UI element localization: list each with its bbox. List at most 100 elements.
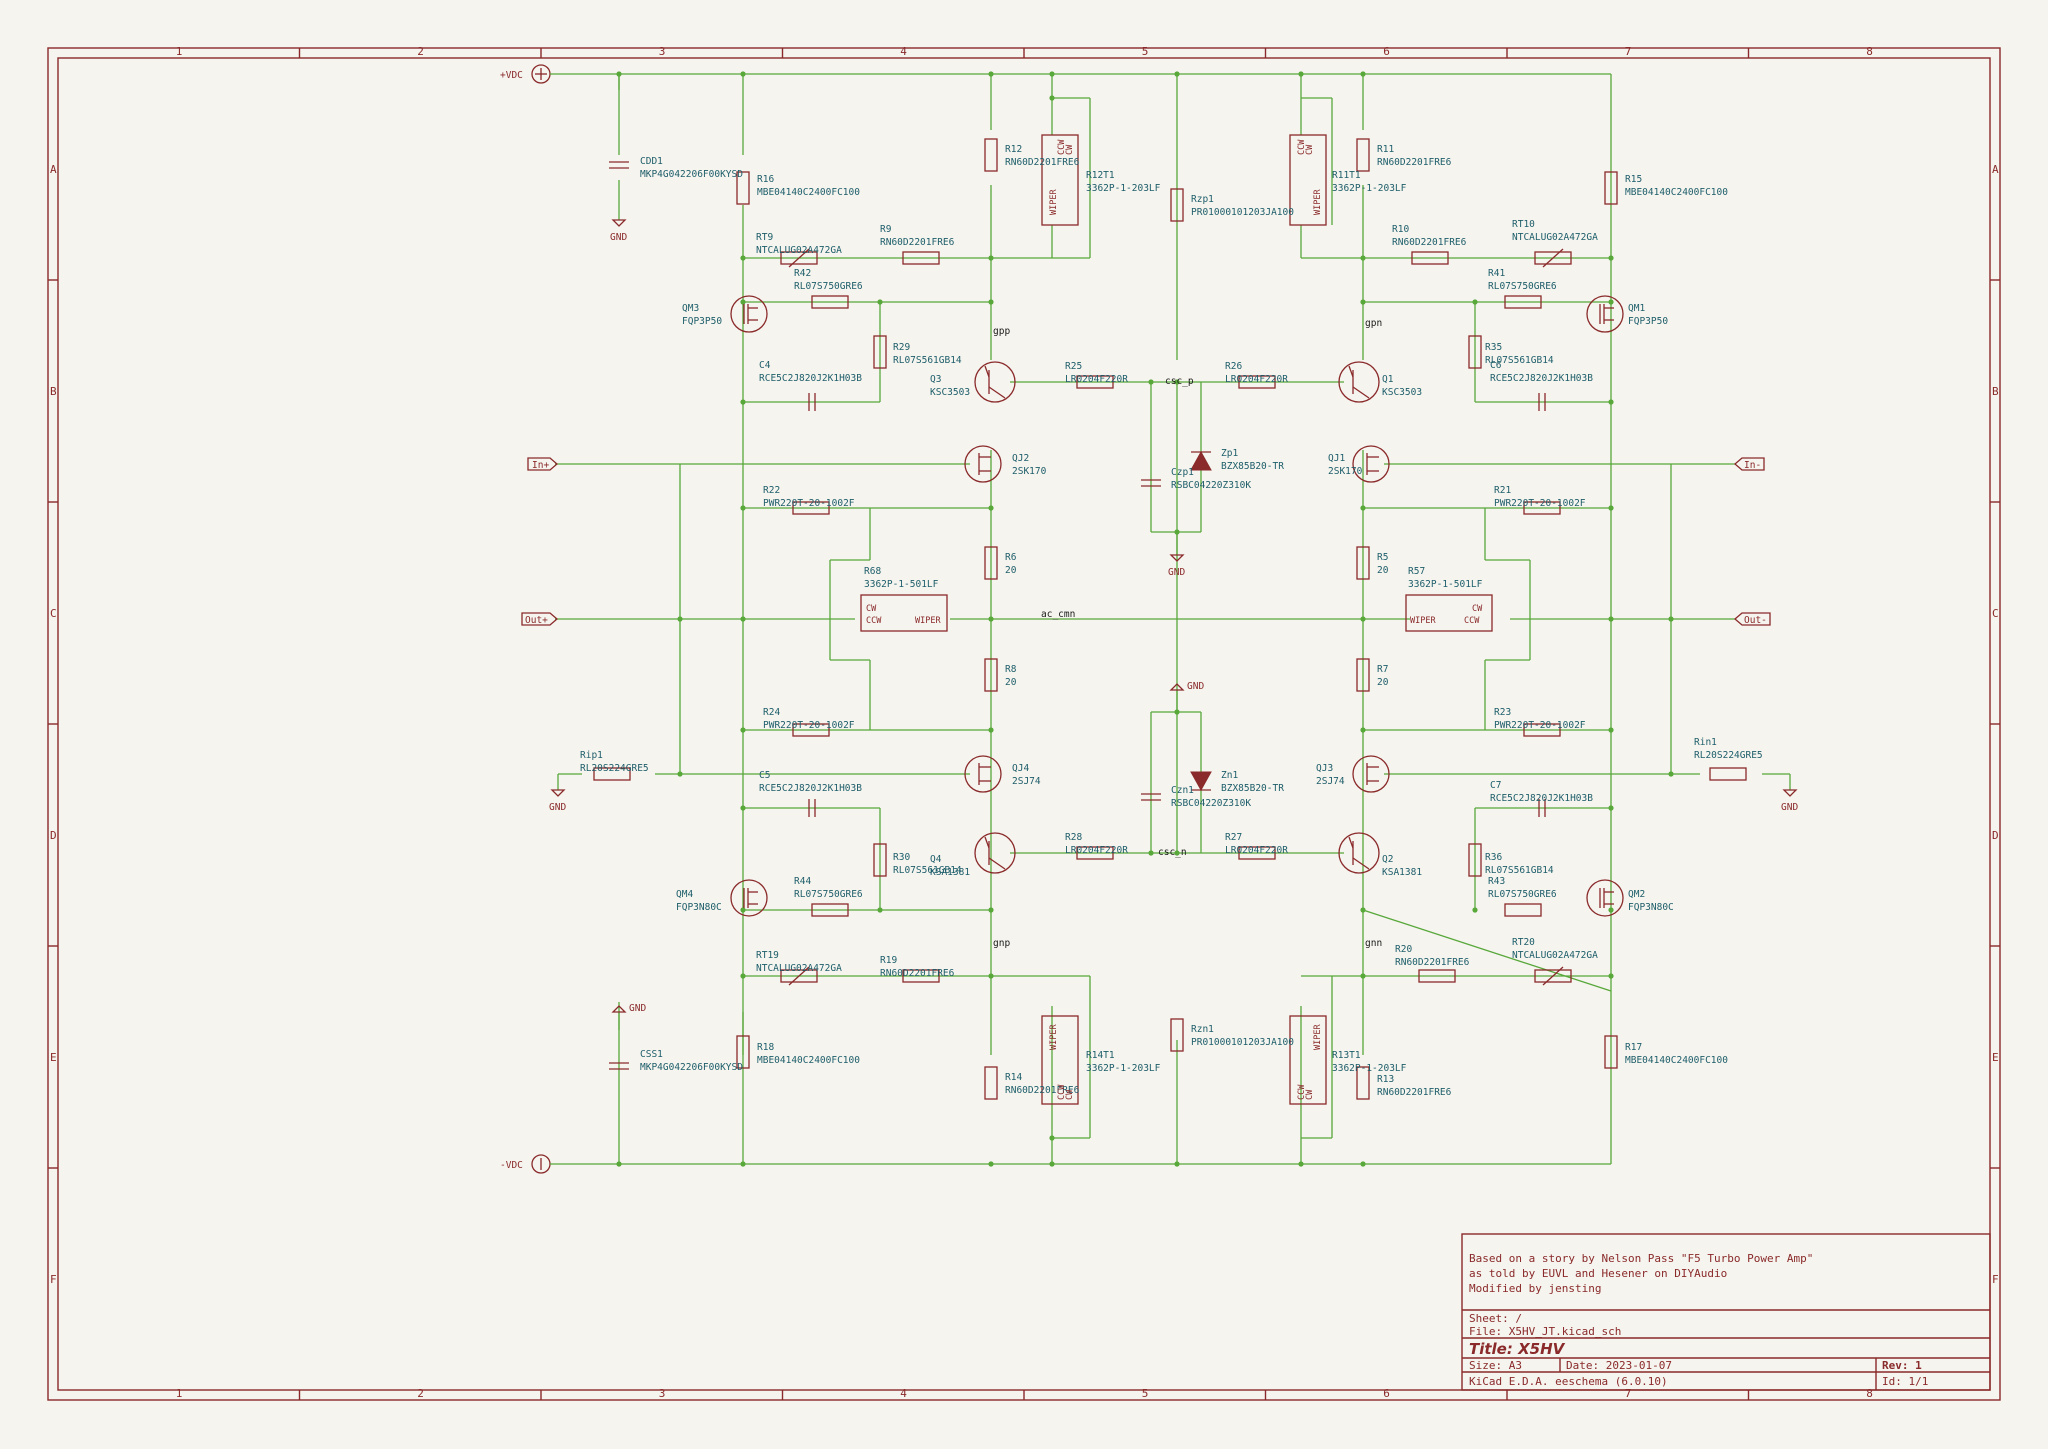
val-r22: PWR220T-20-1002F <box>763 498 855 509</box>
jfet-qj2 <box>964 445 1002 483</box>
ref-cdd1: CDD1 <box>640 156 663 167</box>
resistor-r12 <box>984 138 998 172</box>
val-r26: LR0204F220R <box>1225 374 1288 385</box>
pot-pin-label: WIPER <box>1049 189 1059 215</box>
thermistor-rt9 <box>780 251 818 265</box>
ref-r8: R8 <box>1005 664 1017 675</box>
val-r11: RN60D2201FRE6 <box>1377 157 1452 168</box>
mosfet-qm4 <box>730 879 768 917</box>
val-r14t1: 3362P-1-203LF <box>1086 1063 1161 1074</box>
mosfet-qm1 <box>1586 295 1624 333</box>
gnd-label: GND <box>1781 802 1798 813</box>
val-r19: RN60D2201FRE6 <box>880 968 955 979</box>
pot-pin-label: CCW <box>866 616 882 626</box>
val-c6: RCE5C2J820J2K1H03B <box>1490 373 1593 384</box>
grid-col-label: 3 <box>659 45 666 58</box>
ref-rzp1: Rzp1 <box>1191 194 1214 205</box>
tb-note-3: Modified by jensting <box>1469 1282 1601 1295</box>
thermistor-rt20 <box>1534 969 1572 983</box>
pot-pin-label: WIPER <box>1313 1024 1323 1050</box>
ref-q1: Q1 <box>1382 374 1394 385</box>
ref-q2: Q2 <box>1382 854 1393 865</box>
val-rip1: RL20S224GRE5 <box>580 763 649 774</box>
val-rt10: NTCALUG02A472GA <box>1512 232 1598 243</box>
mosfet-qm3 <box>730 295 768 333</box>
val-rt20: NTCALUG02A472GA <box>1512 950 1598 961</box>
port-out-minus: Out- <box>1734 612 1771 626</box>
resistor-r14 <box>984 1066 998 1100</box>
gnd-symbol: GND <box>1781 789 1798 813</box>
pot-pin-label: CCW <box>1297 139 1307 155</box>
resistor-r13 <box>1356 1066 1370 1100</box>
resistor-r23 <box>1523 723 1561 737</box>
ref-r25: R25 <box>1065 361 1082 372</box>
ref-r21: R21 <box>1494 485 1511 496</box>
pot-pin-label: WIPER <box>1049 1024 1059 1050</box>
val-rzn1: PR01000101203JA100 <box>1191 1037 1294 1048</box>
val-r29: RL07S561GB14 <box>893 355 962 366</box>
ref-r6: R6 <box>1005 552 1017 563</box>
port-in-plus-label: In+ <box>532 460 549 471</box>
ref-r11t1: R11T1 <box>1332 170 1361 181</box>
resistor-r9 <box>902 251 940 265</box>
ref-r12t1: R12T1 <box>1086 170 1115 181</box>
grid-row-label: A <box>1992 163 1999 176</box>
resistor-r27 <box>1238 846 1276 860</box>
pot-pin-label: CCW <box>1057 1084 1067 1100</box>
grid-row-label: D <box>1992 829 1999 842</box>
val-r12t1: 3362P-1-203LF <box>1086 183 1161 194</box>
thermistor-rt19 <box>780 969 818 983</box>
grid-row-label: E <box>50 1051 57 1064</box>
grid-row-label: C <box>1992 607 1999 620</box>
val-r11t1: 3362P-1-203LF <box>1332 183 1407 194</box>
ref-r42: R42 <box>794 268 811 279</box>
gnd-symbol: GND <box>549 789 566 813</box>
net-ac-cmn: ac_cmn <box>1041 609 1075 620</box>
trimmer-r68 <box>860 594 948 632</box>
ref-r11: R11 <box>1377 144 1394 155</box>
ref-qj4: QJ4 <box>1012 763 1029 774</box>
val-rin1: RL20S224GRE5 <box>1694 750 1763 761</box>
resistor-r30 <box>873 843 887 877</box>
ref-r43: R43 <box>1488 876 1505 887</box>
ref-qm2: QM2 <box>1628 889 1645 900</box>
resistor-r16 <box>736 171 750 205</box>
trimmer-r13t1 <box>1289 1015 1327 1105</box>
resistor-rip1 <box>593 767 631 781</box>
ref-c7: C7 <box>1490 780 1501 791</box>
val-rt19: NTCALUG02A472GA <box>756 963 842 974</box>
val-r36: RL07S561GB14 <box>1485 865 1554 876</box>
grid-col-label: 4 <box>900 45 907 58</box>
val-qj2: 2SK170 <box>1012 466 1047 477</box>
component-labels: R16MBE04140C2400FC100R15MBE04140C2400FC1… <box>580 139 1763 1100</box>
port-in-plus: In+ <box>527 457 558 471</box>
thermistor-rt10 <box>1534 251 1572 265</box>
resistor-r29 <box>873 335 887 369</box>
val-r7: 20 <box>1377 677 1389 688</box>
ref-qj3: QJ3 <box>1316 763 1333 774</box>
val-q3: KSC3503 <box>930 387 970 398</box>
pot-pin-label: WIPER <box>1410 616 1436 626</box>
gnd-label: GND <box>1187 681 1204 692</box>
ref-r36: R36 <box>1485 852 1502 863</box>
resistor-r17 <box>1604 1035 1618 1069</box>
val-r10: RN60D2201FRE6 <box>1392 237 1467 248</box>
transistor-q2 <box>1338 832 1380 874</box>
jfet-qj1 <box>1352 445 1390 483</box>
ref-rt10: RT10 <box>1512 219 1535 230</box>
net-gpn: gpn <box>1365 318 1382 329</box>
grid-row-label: D <box>50 829 57 842</box>
resistor-rzp1 <box>1170 188 1184 222</box>
ref-r44: R44 <box>794 876 811 887</box>
val-css1: MKP4G042206F00KYSD <box>640 1062 743 1073</box>
wires <box>552 73 1790 1165</box>
jfet-qj3 <box>1352 755 1390 793</box>
ref-rt9: RT9 <box>756 232 773 243</box>
tb-size: Size: A3 <box>1469 1359 1522 1372</box>
tb-rev: Rev: 1 <box>1882 1359 1922 1372</box>
pot-pin-label: WIPER <box>1313 189 1323 215</box>
val-r5: 20 <box>1377 565 1389 576</box>
pot-pin-label: CCW <box>1057 139 1067 155</box>
grid-col-label: 5 <box>1142 45 1149 58</box>
